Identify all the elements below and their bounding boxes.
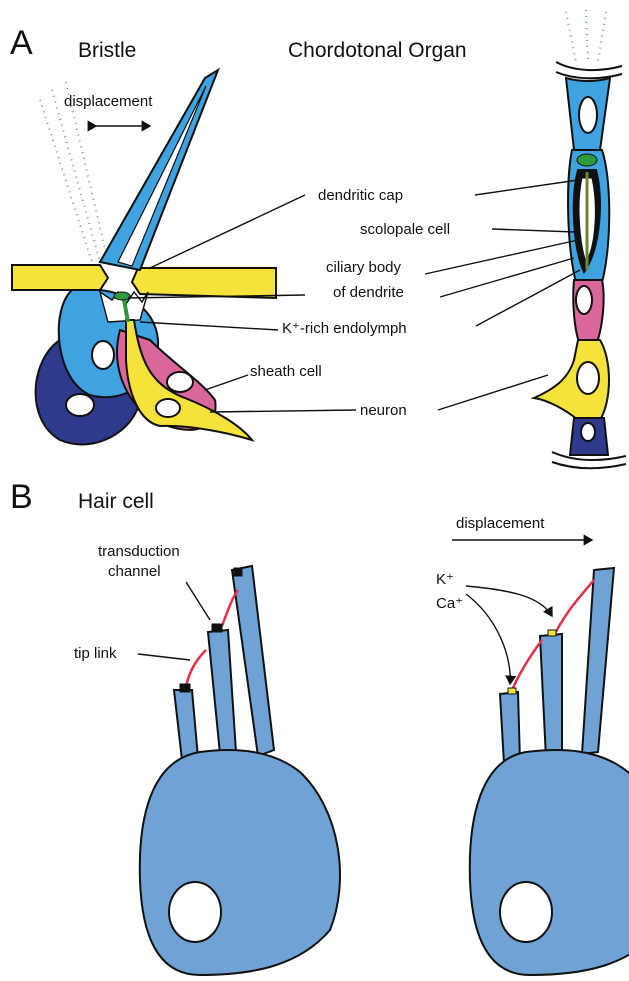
label-ciliary-body-1: ciliary body — [326, 259, 402, 276]
cell-body-left — [140, 750, 340, 975]
bristle-dendritic-cap — [114, 292, 130, 300]
tip-link-left-1 — [186, 650, 206, 686]
stereocilium-short-displaced — [500, 692, 520, 764]
cuticle-left — [12, 265, 108, 290]
panel-a-letter: A — [10, 24, 33, 62]
open-channel-1 — [508, 688, 516, 694]
label-k-ion: K⁺ — [436, 571, 454, 588]
panel-b-letter: B — [10, 478, 33, 516]
chordotonal-title: Chordotonal Organ — [288, 39, 467, 62]
ion-arrow-1 — [466, 586, 552, 616]
hair-cell-displaced — [470, 568, 629, 975]
label-endolymph: K⁺-rich endolymph — [282, 320, 407, 337]
stereocilium-middle-displaced — [540, 634, 562, 758]
label-scolopale-cell: scolopale cell — [360, 221, 450, 238]
tip-link-left-2 — [222, 590, 238, 626]
nucleus-left — [169, 882, 221, 942]
transduction-channel-2 — [212, 624, 222, 632]
label-neuron: neuron — [360, 402, 407, 419]
transduction-channel-1 — [180, 684, 190, 692]
label-sheath-cell: sheath cell — [250, 363, 322, 380]
bristle-title: Bristle — [78, 39, 136, 62]
stereocilium-short — [174, 690, 198, 760]
bristle-displacement-label: displacement — [64, 93, 153, 110]
nucleus-right — [500, 882, 552, 942]
ion-arrow-2 — [466, 594, 510, 684]
label-transduction-2: channel — [108, 563, 161, 580]
tip-link-right-1 — [512, 640, 542, 690]
tip-link-right-2 — [556, 580, 594, 632]
label-dendritic-cap: dendritic cap — [318, 187, 403, 204]
hair-cell-title: Hair cell — [78, 490, 154, 513]
label-ciliary-body-2: of dendrite — [333, 284, 404, 301]
hair-cell-rest — [140, 566, 340, 975]
stereocilium-tall-displaced — [582, 568, 614, 754]
leader-transduction — [186, 582, 210, 620]
label-transduction-1: transduction — [98, 543, 180, 560]
chordotonal-organ — [534, 10, 626, 468]
stereocilium-middle — [208, 630, 236, 754]
hair-cell-displacement-label: displacement — [456, 515, 545, 532]
label-tip-link: tip link — [74, 645, 117, 662]
cell-body-right — [470, 750, 629, 975]
open-channel-2 — [548, 630, 556, 636]
transduction-channel-3 — [234, 568, 242, 576]
cuticle-right — [132, 268, 276, 298]
chordotonal-dendritic-cap — [577, 154, 597, 166]
leader-tip-link — [138, 654, 190, 660]
label-ca-ion: Ca⁺ — [436, 595, 463, 612]
stereocilium-tall — [232, 566, 274, 756]
